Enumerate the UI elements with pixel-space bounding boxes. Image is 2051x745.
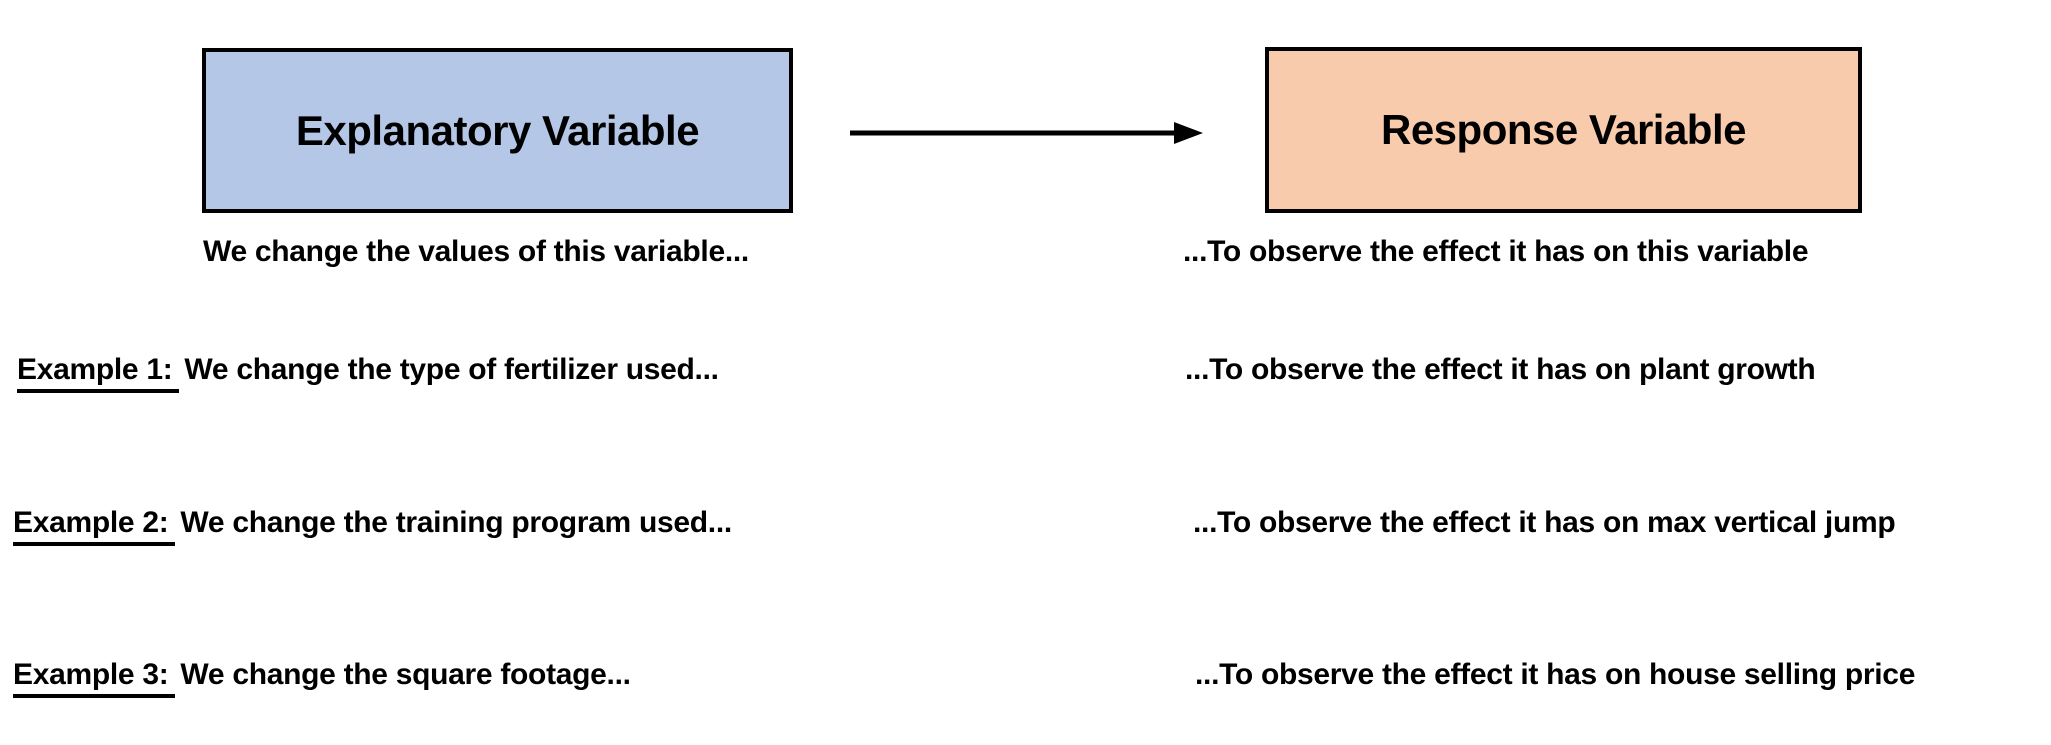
example-2-label: Example 2:	[13, 504, 176, 546]
example-3-observe-text: ...To observe the effect it has on house…	[1195, 658, 1916, 691]
example-1-change-text: We change the type of fertilizer used...	[184, 353, 719, 386]
example-1-change-row: Example 1:We change the type of fertiliz…	[17, 351, 719, 393]
explanatory-variable-box: Explanatory Variable	[202, 48, 793, 213]
example-2-observe-text: ...To observe the effect it has on max v…	[1193, 506, 1896, 539]
explanatory-variable-label: Explanatory Variable	[295, 106, 700, 154]
explanatory-box-caption: We change the values of this variable...	[203, 235, 749, 268]
example-3-change-row: Example 3:We change the square footage..…	[13, 656, 631, 698]
example-3-label: Example 3:	[13, 656, 176, 698]
example-1-label: Example 1:	[17, 351, 180, 393]
explanatory-to-response-arrow-icon	[850, 122, 1203, 144]
response-box-caption: ...To observe the effect it has on this …	[1183, 235, 1809, 268]
response-variable-box: Response Variable	[1265, 47, 1862, 213]
example-3-change-text: We change the square footage...	[180, 658, 631, 691]
example-2-change-row: Example 2:We change the training program…	[13, 504, 732, 546]
example-1-observe-text: ...To observe the effect it has on plant…	[1185, 353, 1816, 386]
example-2-change-text: We change the training program used...	[180, 506, 732, 539]
response-variable-label: Response Variable	[1380, 106, 1747, 153]
